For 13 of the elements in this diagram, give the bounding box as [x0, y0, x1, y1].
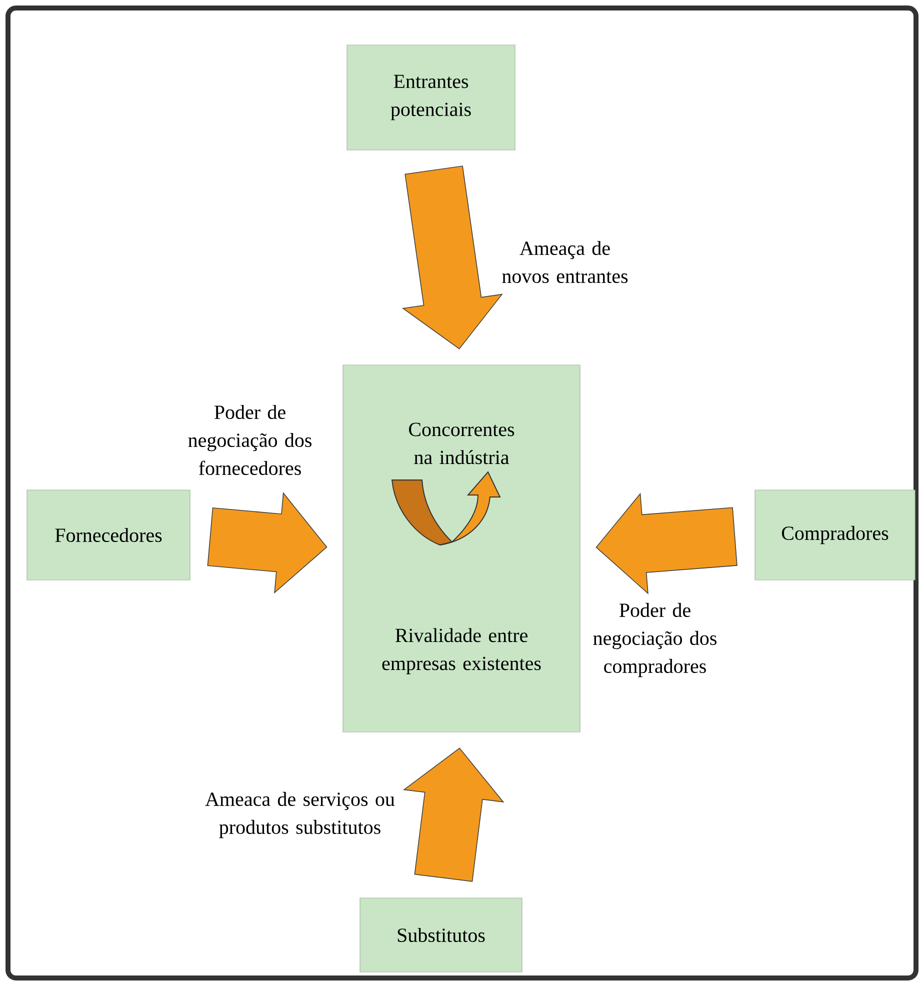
edge-label: Ameaça de novos entrantes: [502, 240, 628, 284]
block-arrow: [403, 748, 504, 882]
box: Compradores: [754, 490, 916, 580]
block-arrow: [207, 492, 328, 594]
box: Substitutos: [360, 898, 522, 972]
box: Fornecedores: [26, 490, 190, 580]
edge-label: Poder de negociação dos fornecedores: [188, 404, 312, 476]
block-arrow: [402, 166, 503, 350]
edge-label: Poder de negociação dos compradores: [593, 602, 716, 678]
box: Concorrentes na indústria Rivalidade entre empresas existentes: [342, 364, 580, 732]
block-arrow: [596, 492, 738, 594]
edge-label: Ameaca de serviços ou produtos substitutos: [205, 792, 395, 838]
box: Entrantes potenciais: [346, 44, 516, 150]
